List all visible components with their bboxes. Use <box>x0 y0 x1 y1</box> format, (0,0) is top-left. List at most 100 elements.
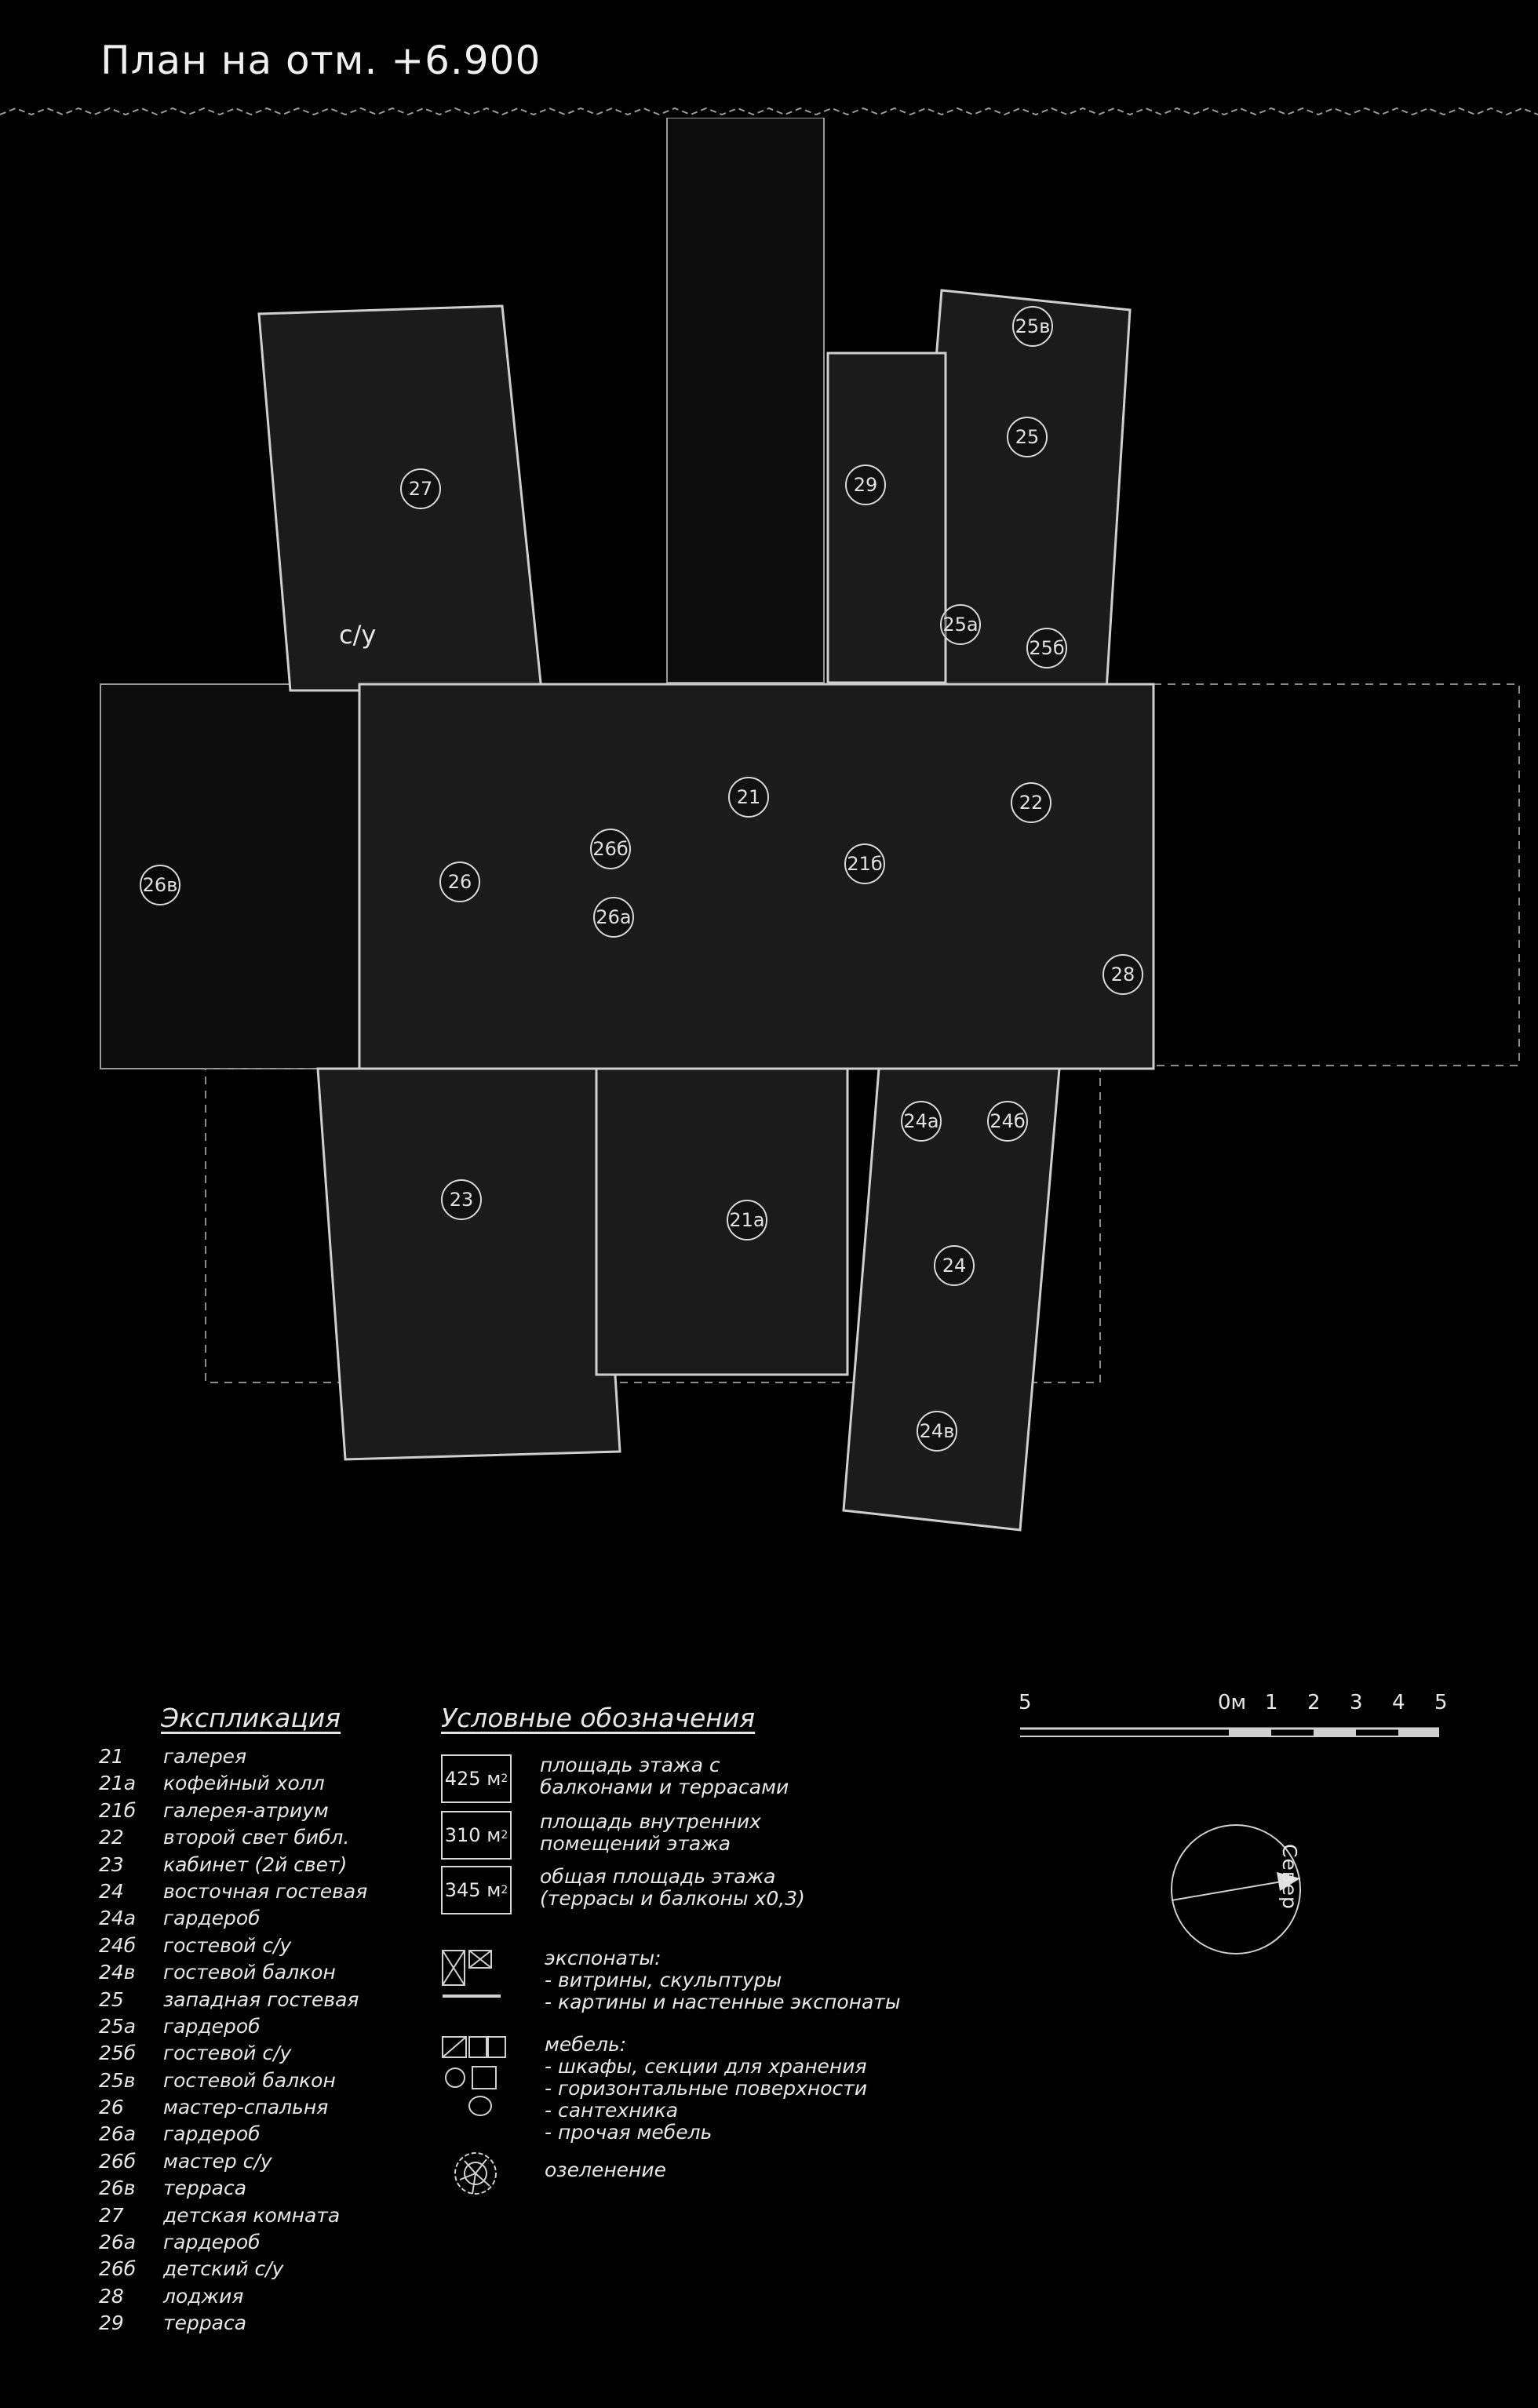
explication-item: 24в гостевой балкон <box>99 1961 367 1987</box>
explication-num: 21б <box>99 1798 137 1822</box>
explication-num: 21 <box>99 1745 124 1768</box>
explication-num: 26а <box>99 2122 137 2146</box>
room-24 <box>842 1067 1061 1532</box>
gallery-21 <box>358 683 1155 1070</box>
exhibits-line: - витрины, скульптуры <box>545 1969 782 1991</box>
room-badge-27: 27 <box>400 468 441 509</box>
room-badge-26: 26 <box>439 862 480 902</box>
explication-num: 26 <box>99 2096 124 2119</box>
explication-name: гостевой с/у <box>163 2042 292 2065</box>
area-text: балконами и террасами <box>540 1776 789 1798</box>
explication-name: гостевой с/у <box>163 1933 292 1957</box>
explication-num: 25в <box>99 2068 136 2092</box>
explication-num: 24а <box>99 1907 137 1930</box>
floor-plan <box>100 118 1520 1532</box>
room-23 <box>316 1067 621 1461</box>
break-line <box>0 107 1538 116</box>
area-unit: м <box>487 1768 501 1790</box>
explication-name: гардероб <box>163 2014 261 2038</box>
explication-item: 25 западная гостевая <box>99 1988 367 2015</box>
legend-furniture: мебель: - шкафы, секции для хранения - г… <box>441 2034 867 2144</box>
furniture-line: - прочая мебель <box>545 2121 713 2144</box>
room-badge-25b: 25б <box>1026 628 1067 668</box>
explication-name: галерея <box>163 1745 247 1768</box>
explication-num: 25б <box>99 2042 137 2065</box>
scale-label: 4 <box>1392 1691 1405 1714</box>
area-text: общая площадь этажа <box>540 1865 776 1888</box>
explication-name: галерея-атриум <box>163 1798 329 1822</box>
scale-label: 1 <box>1265 1691 1278 1714</box>
room-badge-25: 25 <box>1007 417 1048 457</box>
explication-item: 26б мастер с/у <box>99 2150 367 2177</box>
area-value: 425 <box>444 1768 481 1790</box>
explication-name: терраса <box>163 2177 247 2200</box>
explication-name: гардероб <box>163 2231 261 2254</box>
explication-name: гостевой балкон <box>163 1961 336 1984</box>
explication-item: 21б галерея-атриум <box>99 1799 367 1826</box>
room-badge-21b: 21б <box>844 843 885 884</box>
outline-east <box>1153 683 1520 1066</box>
room-21a <box>595 1067 849 1376</box>
explication-name: кабинет (2й свет) <box>163 1852 348 1876</box>
explication-name: мастер-спальня <box>163 2096 329 2119</box>
explication-num: 22 <box>99 1826 124 1849</box>
room-badge-24b: 24б <box>987 1101 1028 1142</box>
explication-num: 26б <box>99 2149 137 2173</box>
explication-name: западная гостевая <box>163 1987 359 2011</box>
north-arrow-icon <box>1171 1824 1301 1954</box>
exhibits-line: экспонаты: <box>545 1947 661 1969</box>
explication-num: 23 <box>99 1852 124 1876</box>
room-badge-21a: 21а <box>727 1200 767 1240</box>
room-badge-23: 23 <box>441 1179 482 1220</box>
explication-num: 29 <box>99 2311 124 2335</box>
scale-label: 2 <box>1307 1691 1321 1714</box>
scale-label: 5 <box>1434 1691 1448 1714</box>
room-badge-29: 29 <box>845 464 886 505</box>
scale-label: 0м <box>1218 1691 1247 1714</box>
corridor-strip <box>666 118 825 683</box>
explication-num: 26б <box>99 2257 137 2281</box>
legend-exhibits: экспонаты: - витрины, скульптуры - карти… <box>441 1947 901 2013</box>
room-badge-26v: 26в <box>140 865 180 905</box>
explication-num: 25 <box>99 1987 124 2011</box>
scale-label: 3 <box>1350 1691 1363 1714</box>
area-unit-sup: 2 <box>501 1884 508 1896</box>
explication-item: 25б гостевой с/у <box>99 2042 367 2068</box>
furniture-line: - горизонтальные поверхности <box>545 2077 868 2100</box>
area-text: площадь внутренних <box>540 1810 761 1833</box>
explication-item: 23 кабинет (2й свет) <box>99 1853 367 1880</box>
area-text: площадь этажа с <box>540 1754 720 1776</box>
north-label: Север <box>1278 1844 1301 1910</box>
wc-note: с/у <box>339 620 377 650</box>
explication-num: 28 <box>99 2284 124 2308</box>
terrace-26v <box>100 683 360 1069</box>
explication-name: лоджия <box>163 2284 244 2308</box>
room-badge-24v: 24в <box>917 1411 957 1452</box>
exhibits-line: - картины и настенные экспонаты <box>545 1991 901 2013</box>
explication-name: кофейный холл <box>163 1772 325 1795</box>
furniture-line: - сантехника <box>545 2099 679 2122</box>
area-value: 345 <box>444 1879 481 1901</box>
area-text: помещений этажа <box>540 1832 731 1855</box>
area-unit: м <box>487 1879 501 1901</box>
room-badge-25a: 25а <box>940 604 981 645</box>
explication-num: 24в <box>99 1961 136 1984</box>
exhibit-icon <box>441 1947 512 2004</box>
explication-name: мастер с/у <box>163 2149 272 2173</box>
room-29 <box>826 352 947 684</box>
legend-heading: Условные обозначения <box>441 1703 756 1733</box>
